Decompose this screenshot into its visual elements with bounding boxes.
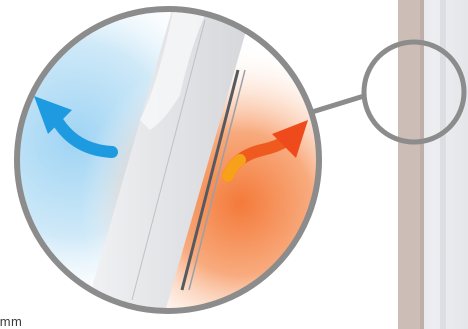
callout-connector (312, 96, 364, 112)
wall-edge-line (420, 0, 424, 329)
dimension-label: 5mm (0, 314, 22, 329)
zoom-view (10, 0, 330, 329)
wall-section (398, 0, 468, 329)
